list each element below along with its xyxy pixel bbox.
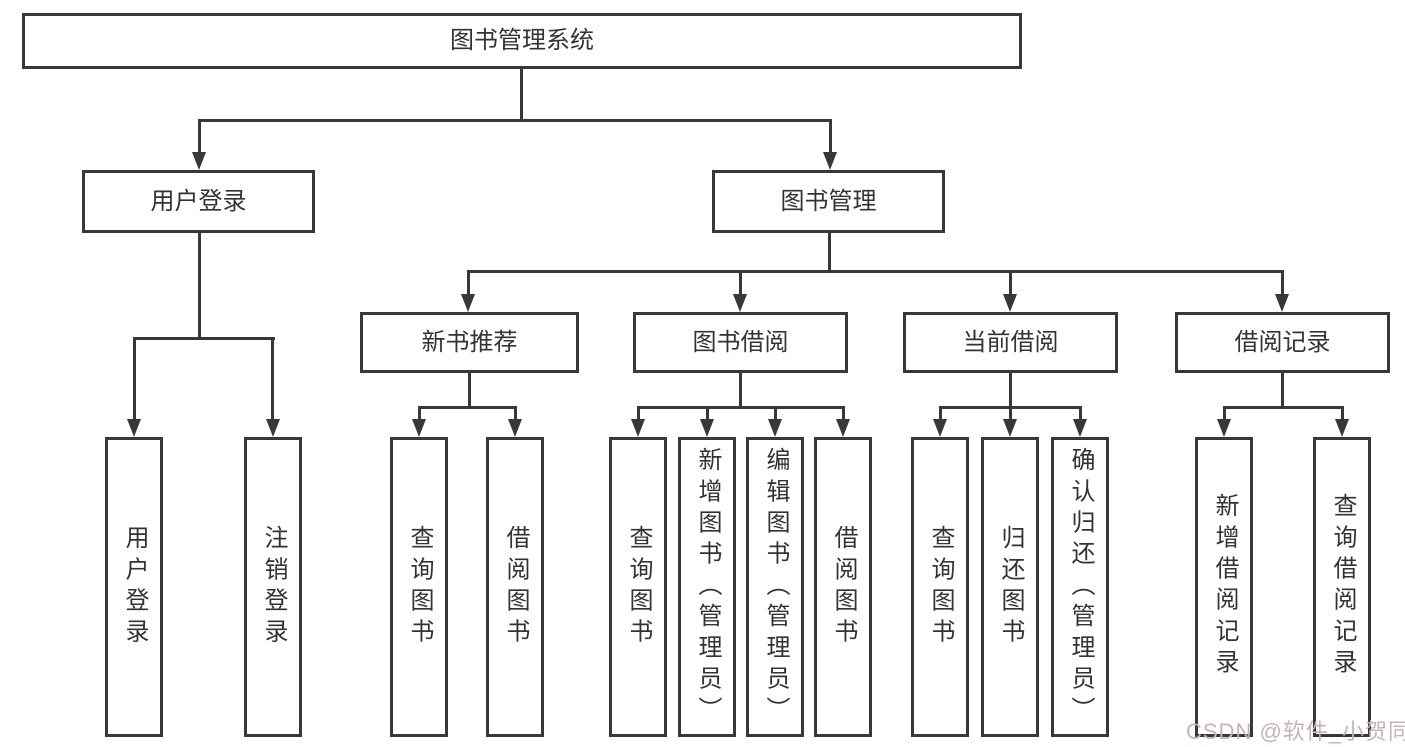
- leaf-borrow-books: 借阅图书: [814, 437, 872, 737]
- arrowhead-icon: [1003, 294, 1017, 312]
- connector-line: [939, 406, 942, 420]
- arrowhead-icon: [266, 419, 280, 437]
- arrowhead-icon: [823, 152, 837, 170]
- arrowhead-icon: [700, 419, 714, 437]
- node-book-management: 图书管理: [712, 170, 945, 233]
- connector-line: [774, 406, 777, 420]
- leaf-add-borrow-record: 新增借阅记录: [1195, 437, 1253, 737]
- connector-line: [637, 406, 845, 409]
- connector-line: [1009, 373, 1012, 406]
- connector-line: [1341, 406, 1344, 420]
- leaf-query-borrow-record: 查询借阅记录: [1313, 437, 1371, 737]
- leaf-borrow-books-recommend: 借阅图书: [486, 437, 544, 737]
- connector-line: [706, 406, 709, 420]
- watermark: CSDN @软件_小贺同学: [1186, 719, 1405, 744]
- connector-line: [739, 270, 742, 294]
- arrowhead-icon: [508, 419, 522, 437]
- connector-line: [637, 406, 640, 420]
- connector-line: [418, 406, 517, 409]
- connector-line: [1281, 373, 1284, 406]
- connector-line: [842, 406, 845, 420]
- arrowhead-icon: [1335, 419, 1349, 437]
- connector-line: [520, 69, 523, 119]
- connector-line: [829, 119, 832, 153]
- leaf-return-books: 归还图书: [981, 437, 1039, 737]
- connector-line: [271, 337, 274, 419]
- leaf-user-login: 用户登录: [105, 437, 163, 737]
- leaf-confirm-return-admin: 确认归还（管理员）: [1051, 437, 1109, 737]
- connector-line: [198, 119, 201, 153]
- leaf-edit-books-admin: 编辑图书（管理员）: [746, 437, 804, 737]
- connector-line: [1009, 270, 1012, 294]
- connector-line: [1009, 406, 1012, 420]
- leaf-query-books-recommend: 查询图书: [390, 437, 448, 737]
- connector-line: [828, 232, 831, 270]
- connector-line: [468, 373, 471, 406]
- connector-line: [133, 337, 136, 419]
- arrowhead-icon: [733, 294, 747, 312]
- arrowhead-icon: [412, 419, 426, 437]
- connector-line: [133, 337, 275, 340]
- node-new-book-recommend: 新书推荐: [360, 312, 579, 373]
- leaf-logout: 注销登录: [244, 437, 302, 737]
- node-root-system: 图书管理系统: [22, 13, 1022, 69]
- arrowhead-icon: [768, 419, 782, 437]
- arrowhead-icon: [836, 419, 850, 437]
- connector-line: [1079, 406, 1082, 420]
- arrowhead-icon: [631, 419, 645, 437]
- node-user-login: 用户登录: [82, 170, 315, 233]
- arrowhead-icon: [1275, 294, 1289, 312]
- leaf-add-books-admin: 新增图书（管理员）: [678, 437, 736, 737]
- node-book-borrow: 图书借阅: [633, 312, 848, 373]
- connector-line: [198, 233, 201, 337]
- connector-line: [1223, 406, 1226, 420]
- connector-line: [739, 373, 742, 406]
- node-current-borrow: 当前借阅: [903, 312, 1118, 373]
- connector-line: [198, 119, 832, 122]
- leaf-query-books-borrow: 查询图书: [609, 437, 667, 737]
- arrowhead-icon: [1003, 419, 1017, 437]
- leaf-query-books-current: 查询图书: [911, 437, 969, 737]
- arrowhead-icon: [933, 419, 947, 437]
- connector-line: [1223, 406, 1344, 409]
- connector-line: [467, 270, 1284, 273]
- arrowhead-icon: [1073, 419, 1087, 437]
- arrowhead-icon: [192, 152, 206, 170]
- node-borrow-records: 借阅记录: [1175, 312, 1390, 373]
- connector-line: [467, 270, 470, 294]
- connector-line: [418, 406, 421, 420]
- arrowhead-icon: [1217, 419, 1231, 437]
- arrowhead-icon: [127, 419, 141, 437]
- arrowhead-icon: [461, 294, 475, 312]
- connector-line: [514, 406, 517, 420]
- connector-line: [1281, 270, 1284, 294]
